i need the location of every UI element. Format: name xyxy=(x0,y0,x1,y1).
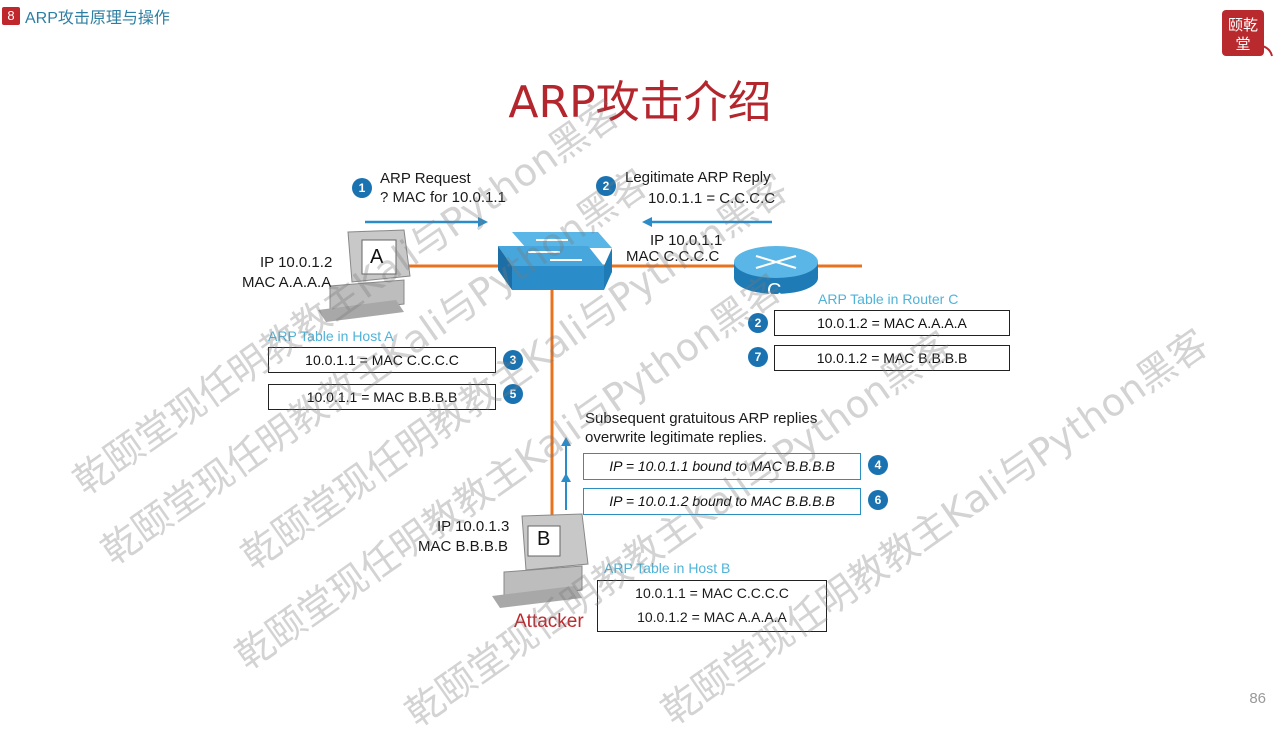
svg-text:颐乾: 颐乾 xyxy=(1228,16,1258,34)
switch-icon xyxy=(498,232,612,290)
router-c-letter: C xyxy=(767,280,782,302)
step-6-marker: 6 xyxy=(868,490,888,510)
logo-seal: 颐乾 堂 xyxy=(1218,6,1274,62)
gratuitous-reply-2: IP = 10.0.1.2 bound to MAC B.B.B.B xyxy=(583,488,861,515)
host-a-mac: MAC A.A.A.A xyxy=(242,274,332,291)
gratuitous-reply-1: IP = 10.0.1.1 bound to MAC B.B.B.B xyxy=(583,453,861,480)
table-c-title: ARP Table in Router C xyxy=(818,291,959,307)
step-2-marker: 2 xyxy=(596,176,616,196)
host-a-ip: IP 10.0.1.2 xyxy=(260,254,333,271)
table-b: 10.0.1.1 = MAC C.C.C.C 10.0.1.2 = MAC A.… xyxy=(597,580,827,632)
table-b-title: ARP Table in Host B xyxy=(604,560,731,576)
table-c-row-1: 10.0.1.2 = MAC A.A.A.A xyxy=(774,310,1010,336)
step-2b-marker: 2 xyxy=(748,313,768,333)
router-c-ip: IP 10.0.1.1 xyxy=(650,232,723,249)
router-icon xyxy=(734,246,818,294)
step-2-label-1: Legitimate ARP Reply xyxy=(625,169,771,186)
step-2-label-2: 10.0.1.1 = C.C.C.C xyxy=(648,190,776,207)
host-b-ip: IP 10.0.1.3 xyxy=(437,518,510,535)
step-1-label-2: ? MAC for 10.0.1.1 xyxy=(380,189,506,206)
gratuitous-note-1: Subsequent gratuitous ARP replies xyxy=(585,410,818,427)
table-c-row-2: 10.0.1.2 = MAC B.B.B.B xyxy=(774,345,1010,371)
host-b-letter: B xyxy=(537,528,551,550)
gratuitous-arrow-1 xyxy=(561,437,571,475)
table-a-row-2: 10.0.1.1 = MAC B.B.B.B xyxy=(268,384,496,410)
router-c-mac: MAC C.C.C.C xyxy=(626,248,720,265)
step-5-marker: 5 xyxy=(503,384,523,404)
page-number: 86 xyxy=(1249,690,1266,707)
table-a-row-1: 10.0.1.1 = MAC C.C.C.C xyxy=(268,347,496,373)
breadcrumb[interactable]: ARP攻击原理与操作 xyxy=(25,10,170,27)
host-b-mac: MAC B.B.B.B xyxy=(418,538,509,555)
step-3-marker: 3 xyxy=(503,350,523,370)
table-b-row-2: 10.0.1.2 = MAC A.A.A.A xyxy=(637,609,787,625)
table-a-title: ARP Table in Host A xyxy=(268,328,394,344)
section-badge: 8 xyxy=(2,7,20,25)
attacker-label: Attacker xyxy=(514,611,584,632)
host-b-computer-icon xyxy=(492,513,589,608)
request-arrow xyxy=(365,217,488,227)
step-1-marker: 1 xyxy=(352,178,372,198)
svg-text:堂: 堂 xyxy=(1235,35,1250,53)
step-1-label-1: ARP Request xyxy=(380,170,471,187)
table-b-row-1: 10.0.1.1 = MAC C.C.C.C xyxy=(635,585,789,601)
step-7-marker: 7 xyxy=(748,347,768,367)
reply-arrow xyxy=(642,217,772,227)
slide-title: ARP攻击介绍 xyxy=(508,77,772,128)
gratuitous-arrow-2 xyxy=(561,473,571,510)
host-a-letter: A xyxy=(370,246,384,268)
network-diagram xyxy=(318,217,862,608)
gratuitous-note-2: overwrite legitimate replies. xyxy=(585,429,767,446)
host-a-computer-icon xyxy=(318,229,411,322)
header-bar: 8 ARP攻击原理与操作 xyxy=(0,0,170,32)
step-4-marker: 4 xyxy=(868,455,888,475)
